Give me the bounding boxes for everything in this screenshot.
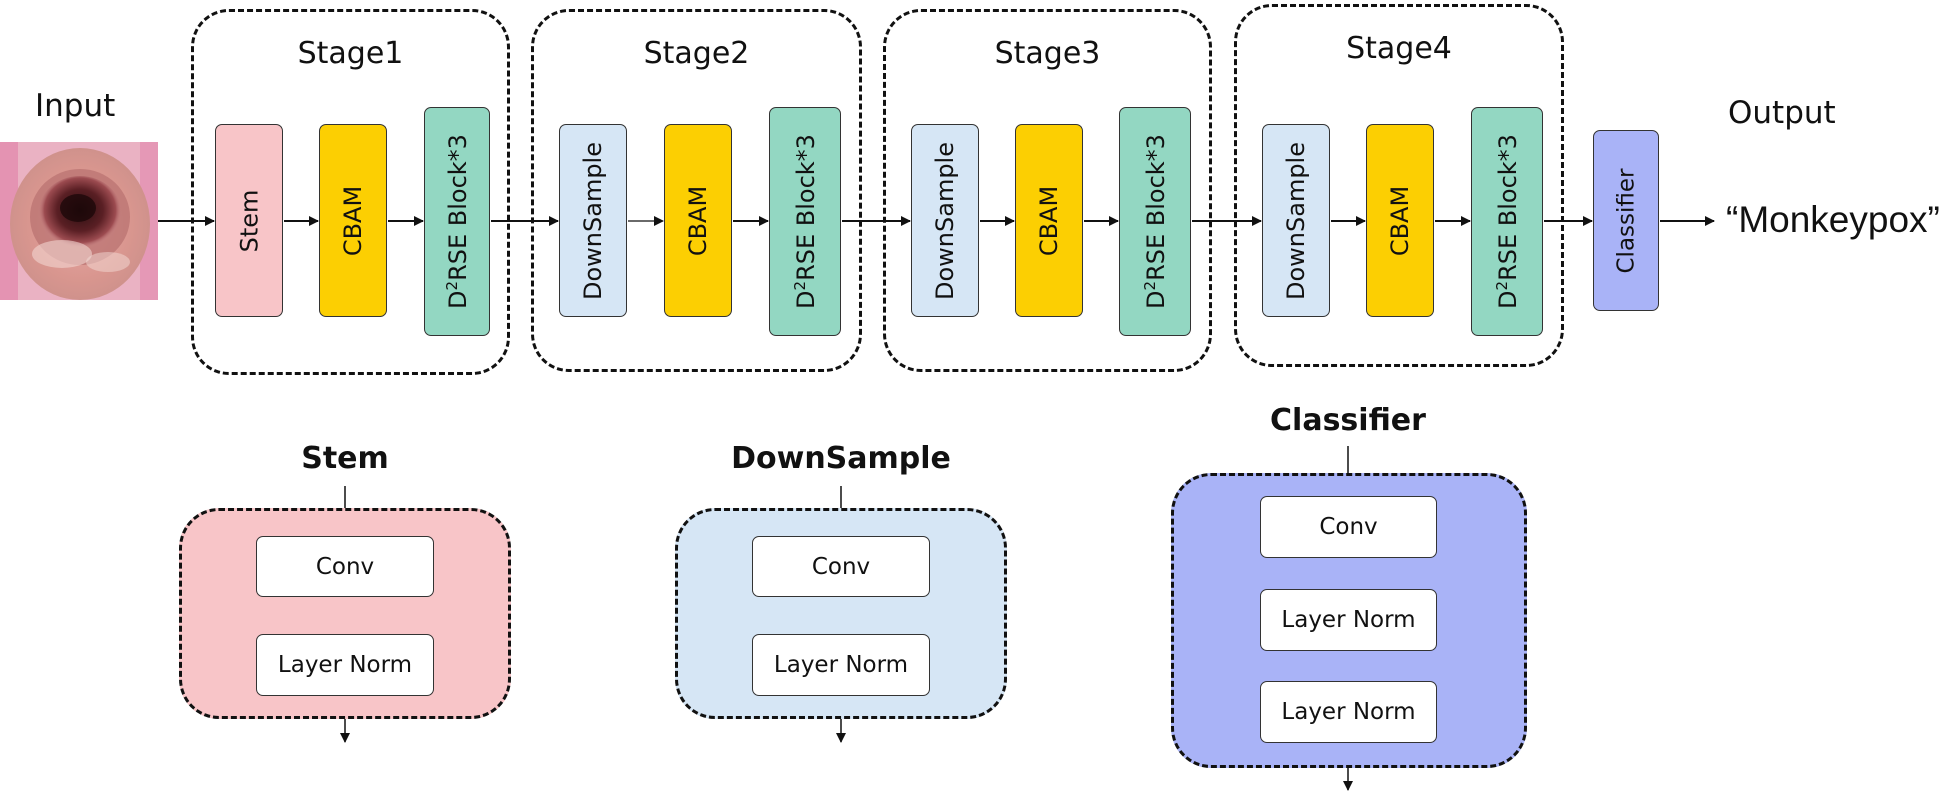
downsample-layernorm-box: Layer Norm [752, 634, 930, 696]
d2rse-block-2-label: D2RSE Block*3 [790, 134, 820, 309]
stem-block-label: Stem [234, 189, 263, 252]
stem-conv-box: Conv [256, 536, 434, 597]
classifier-conv-box: Conv [1260, 496, 1437, 558]
cbam-block-4: CBAM [1366, 124, 1434, 317]
stage-2-group: Stage2 [531, 9, 862, 372]
classifier-layernorm-box-2: Layer Norm [1260, 681, 1437, 743]
stage-4-title: Stage4 [1346, 31, 1452, 66]
downsample-detail-title: DownSample [731, 441, 951, 476]
downsample-block-3-label: DownSample [931, 141, 959, 300]
cbam-block-2: CBAM [664, 124, 732, 317]
output-label: Output [1728, 95, 1836, 131]
stem-layernorm-box: Layer Norm [256, 634, 434, 696]
d2rse-block-1-label: D2RSE Block*3 [442, 134, 472, 309]
downsample-block-4-label: DownSample [1282, 141, 1310, 300]
output-prediction: “Monkeypox” [1726, 199, 1940, 240]
classifier-block: Classifier [1593, 130, 1659, 311]
stem-detail-title: Stem [301, 441, 389, 476]
classifier-detail-title: Classifier [1270, 403, 1426, 438]
stage-4-group: Stage4 [1234, 4, 1564, 367]
stem-block: Stem [215, 124, 283, 317]
cbam-block-3-label: CBAM [1035, 185, 1064, 256]
cbam-block-3: CBAM [1015, 124, 1083, 317]
stage-3-title: Stage3 [994, 36, 1101, 71]
d2rse-block-2: D2RSE Block*3 [769, 107, 841, 336]
stage-2-title: Stage2 [643, 36, 750, 71]
input-label: Input [35, 88, 116, 124]
downsample-block-4: DownSample [1262, 124, 1330, 317]
cbam-block-2-label: CBAM [684, 185, 713, 256]
stage-3-group: Stage3 [883, 9, 1212, 372]
stage-1-group: Stage1 [191, 9, 510, 375]
classifier-block-label: Classifier [1613, 168, 1639, 273]
downsample-block-2: DownSample [559, 124, 627, 317]
classifier-layernorm-box-1: Layer Norm [1260, 589, 1437, 651]
d2rse-block-1: D2RSE Block*3 [424, 107, 490, 336]
d2rse-block-4: D2RSE Block*3 [1471, 107, 1543, 336]
cbam-block-1: CBAM [319, 124, 387, 317]
cbam-block-4-label: CBAM [1386, 185, 1415, 256]
downsample-conv-box: Conv [752, 536, 930, 597]
d2rse-block-4-label: D2RSE Block*3 [1492, 134, 1522, 309]
stage-1-title: Stage1 [297, 36, 404, 71]
d2rse-block-3: D2RSE Block*3 [1119, 107, 1191, 336]
input-lesion-image [0, 142, 158, 300]
cbam-block-1-label: CBAM [339, 185, 368, 256]
downsample-block-2-label: DownSample [579, 141, 607, 300]
downsample-block-3: DownSample [911, 124, 979, 317]
d2rse-block-3-label: D2RSE Block*3 [1140, 134, 1170, 309]
lesion-photo [0, 142, 158, 300]
